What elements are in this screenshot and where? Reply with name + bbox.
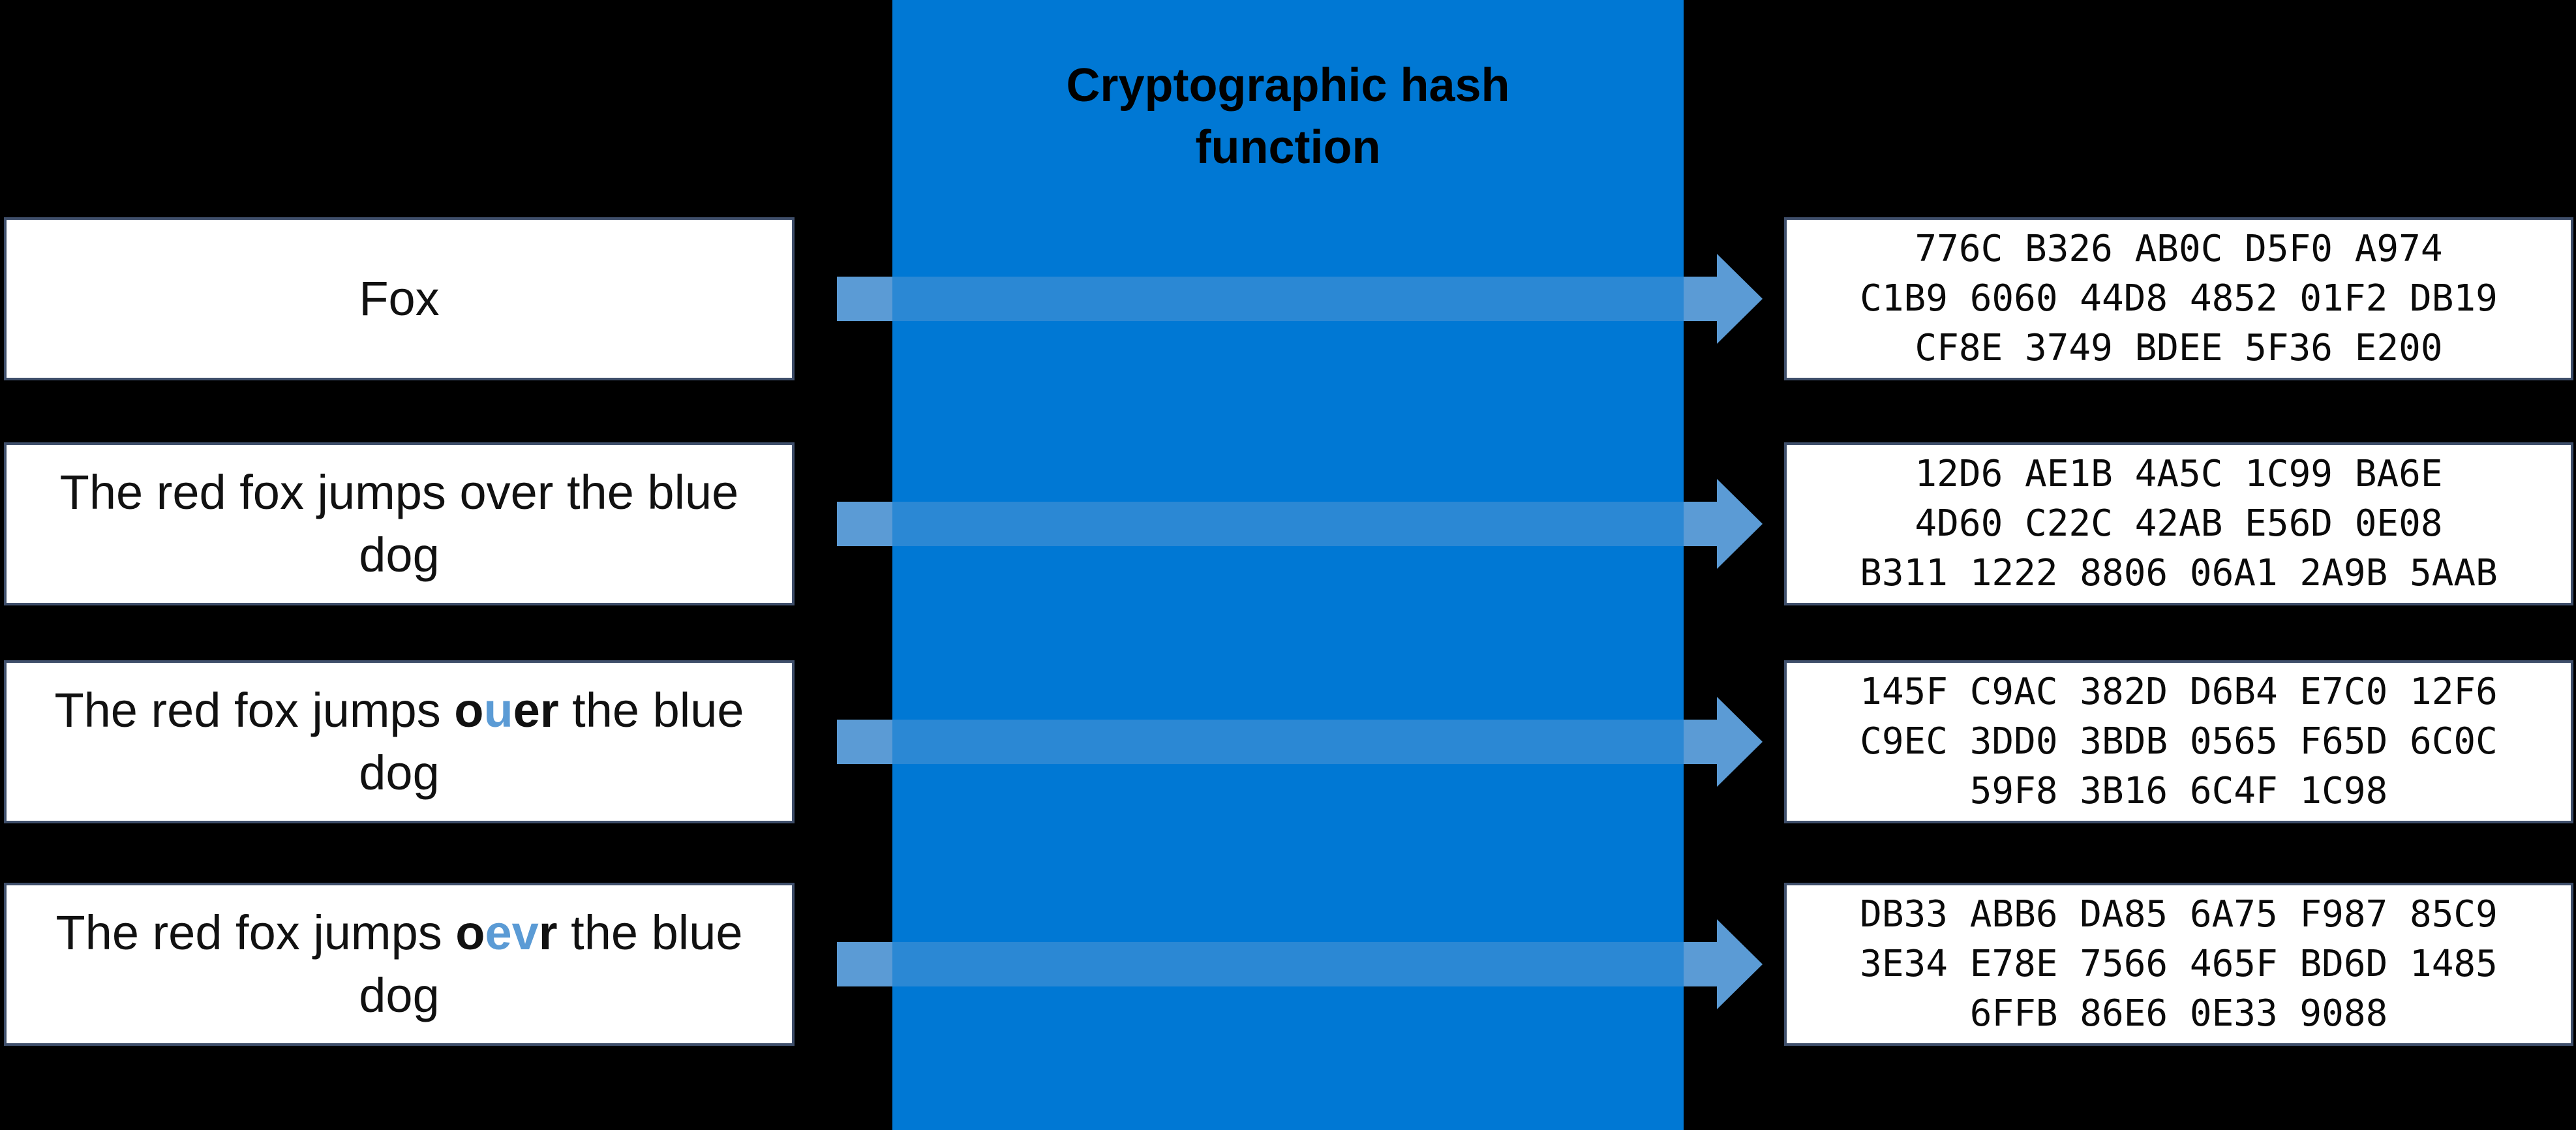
hash-output-box: 776C B326 AB0C D5F0 A974 C1B9 6060 44D8 … <box>1784 217 2573 380</box>
hash-function-block <box>892 0 1684 1130</box>
hash-row: The red fox jumps ouer the blue dog 145F… <box>0 660 2576 823</box>
arrow-tail <box>1684 720 1717 764</box>
arrow-tail-over-block <box>892 720 1684 764</box>
input-box: The red fox jumps ouer the blue dog <box>4 660 795 823</box>
hash-row: The red fox jumps oevr the blue dog DB33… <box>0 883 2576 1046</box>
hash-line: 3E34 E78E 7566 465F BD6D 1485 <box>1860 943 2498 985</box>
hash-line: C1B9 6060 44D8 4852 01F2 DB19 <box>1860 277 2498 320</box>
hash-line: 59F8 3B16 6C4F 1C98 <box>1969 770 2388 812</box>
arrow-head-icon <box>1717 479 1763 569</box>
arrow-tail <box>837 277 892 321</box>
input-text-segment: the blue dog <box>359 905 743 1022</box>
input-box: Fox <box>4 217 795 380</box>
input-text-segment: o <box>455 905 485 960</box>
arrow-tail-over-block <box>892 502 1684 546</box>
hash-output-box: 12D6 AE1B 4A5C 1C99 BA6E 4D60 C22C 42AB … <box>1784 442 2573 605</box>
hash-row: The red fox jumps over the blue dog 12D6… <box>0 442 2576 605</box>
input-box: The red fox jumps over the blue dog <box>4 442 795 605</box>
arrow-tail <box>1684 942 1717 986</box>
arrow-tail <box>1684 502 1717 546</box>
input-text-segment: Fox <box>359 271 440 326</box>
hash-row: Fox 776C B326 AB0C D5F0 A974 C1B9 6060 4… <box>0 217 2576 380</box>
hash-line: 776C B326 AB0C D5F0 A974 <box>1915 228 2443 270</box>
hash-line: C9EC 3DD0 3BDB 0565 F65D 6C0C <box>1860 720 2498 763</box>
input-box: The red fox jumps oevr the blue dog <box>4 883 795 1046</box>
arrow-tail <box>837 502 892 546</box>
arrow-head-icon <box>1717 697 1763 787</box>
hash-line: B311 1222 8806 06A1 2A9B 5AAB <box>1860 552 2498 594</box>
input-text: Fox <box>359 267 439 330</box>
arrow-tail-over-block <box>892 277 1684 321</box>
arrow-tail-over-block <box>892 942 1684 986</box>
input-text: The red fox jumps ouer the blue dog <box>20 679 779 804</box>
hash-line: 6FFB 86E6 0E33 9088 <box>1969 992 2388 1035</box>
hash-line: DB33 ABB6 DA85 6A75 F987 85C9 <box>1860 893 2498 936</box>
input-text: The red fox jumps oevr the blue dog <box>20 902 779 1027</box>
diagram-title: Cryptographic hash function <box>892 55 1684 179</box>
arrow-tail <box>837 942 892 986</box>
input-text-segment: u <box>483 682 513 737</box>
input-text-segment: The red fox jumps over the blue dog <box>59 465 739 582</box>
input-text-segment: The red fox jumps <box>55 905 456 960</box>
input-text-segment: o <box>454 682 484 737</box>
hash-line: 12D6 AE1B 4A5C 1C99 BA6E <box>1915 453 2443 495</box>
arrow-tail <box>1684 277 1717 321</box>
input-text-segment: The red fox jumps <box>54 682 455 737</box>
hash-output-box: 145F C9AC 382D D6B4 E7C0 12F6 C9EC 3DD0 … <box>1784 660 2573 823</box>
input-text-segment: ev <box>485 905 539 960</box>
arrow-head-icon <box>1717 254 1763 344</box>
input-text: The red fox jumps over the blue dog <box>20 461 779 587</box>
input-text-segment: the blue dog <box>359 682 744 800</box>
hash-line: 145F C9AC 382D D6B4 E7C0 12F6 <box>1860 671 2498 713</box>
input-text-segment: er <box>513 682 559 737</box>
hash-line: CF8E 3749 BDEE 5F36 E200 <box>1915 327 2443 369</box>
input-text-segment: r <box>538 905 558 960</box>
arrow-head-icon <box>1717 919 1763 1009</box>
hash-line: 4D60 C22C 42AB E56D 0E08 <box>1915 502 2443 545</box>
title-text: Cryptographic hash function <box>1066 59 1510 174</box>
arrow-tail <box>837 720 892 764</box>
hash-output-box: DB33 ABB6 DA85 6A75 F987 85C9 3E34 E78E … <box>1784 883 2573 1046</box>
